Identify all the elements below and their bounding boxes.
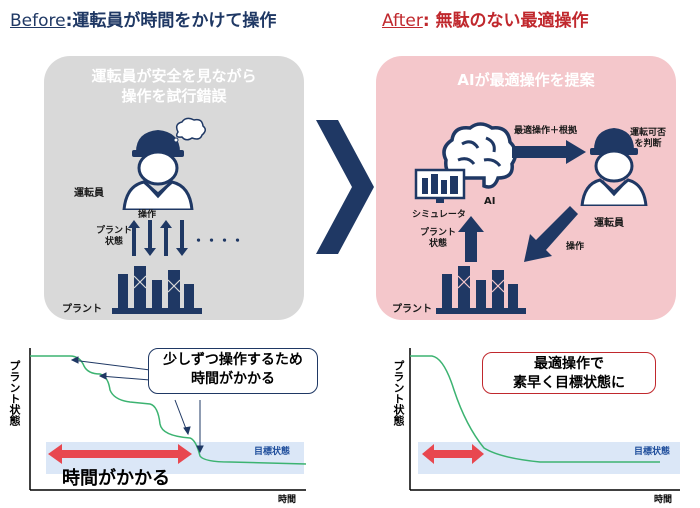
plant-state-arrow-icon — [458, 216, 484, 262]
judge-label: 運転可否 を判断 — [630, 128, 666, 150]
after-operator-icon — [580, 128, 648, 206]
after-plant-state-label: プラント 状態 — [420, 228, 456, 250]
up-down-arrows-icon — [128, 220, 188, 256]
operation-arrow-icon — [524, 206, 578, 262]
after-plant-state-line2: 状態 — [429, 239, 448, 249]
ai-label: AI — [484, 196, 496, 207]
after-panel-title: AIが最適操作を提案 — [457, 71, 595, 89]
after-graph — [409, 348, 680, 491]
after-callout-line1: 最適操作で — [534, 356, 604, 372]
after-header-prefix: After — [382, 11, 423, 31]
before-y-axis-label: プラント状態 — [8, 360, 21, 426]
before-plant-state-line2: 状態 — [105, 237, 124, 247]
before-x-axis-label: 時間 — [278, 495, 297, 505]
before-target-label: 目標状態 — [254, 447, 291, 457]
before-ellipsis: ・・・・ — [192, 234, 245, 249]
before-curve — [30, 355, 307, 465]
before-header: Before:運転員が時間をかけて操作 — [10, 6, 276, 31]
before-header-prefix: Before — [10, 11, 66, 31]
after-plant-icon — [436, 266, 526, 314]
after-y-axis-label: プラント状態 — [392, 360, 405, 426]
simulator-label: シミュレータ — [412, 210, 466, 220]
simulator-monitor-icon — [414, 168, 466, 203]
after-header: After: 無駄のない最適操作 — [382, 6, 589, 31]
before-time-arrow — [48, 444, 192, 464]
judge-label-line1: 運転可否 — [630, 128, 667, 138]
before-callout-line1: 少しずつ操作するため — [163, 352, 303, 368]
before-operation-label: 操作 — [138, 210, 157, 220]
proposal-arrow-icon — [512, 140, 586, 164]
after-time-arrow — [422, 444, 484, 464]
proposal-label: 最適操作＋根拠 — [514, 126, 578, 136]
before-panel-title: 運転員が安全を見ながら 操作を試行錯誤 — [44, 66, 304, 106]
before-panel-title-line1: 運転員が安全を見ながら — [91, 67, 257, 85]
judge-label-line2: を判断 — [634, 139, 662, 149]
before-plant-label: プラント — [62, 304, 102, 315]
after-plant-label: プラント — [392, 304, 432, 315]
before-callout: 少しずつ操作するため 時間がかかる — [148, 348, 318, 394]
operator-icon — [122, 130, 194, 210]
before-callout-line2: 時間がかかる — [191, 371, 275, 387]
before-plant-state-label: プラント 状態 — [96, 226, 132, 248]
thought-bubble-icon — [173, 117, 206, 143]
transition-arrow-icon — [316, 120, 374, 254]
after-operator-label: 運転員 — [594, 218, 624, 229]
before-operator-label: 運転員 — [74, 188, 104, 199]
before-graph — [29, 348, 307, 491]
before-panel-title-line2: 操作を試行錯誤 — [121, 87, 227, 105]
after-target-label: 目標状態 — [634, 447, 671, 457]
after-operation-label: 操作 — [566, 242, 585, 252]
before-time-text: 時間がかかる — [62, 468, 170, 489]
after-callout: 最適操作で 素早く目標状態に — [482, 352, 656, 394]
after-plant-state-line1: プラント — [420, 228, 457, 238]
plant-icon — [112, 266, 202, 314]
before-header-text: :運転員が時間をかけて操作 — [65, 11, 277, 31]
after-curve — [410, 355, 660, 463]
after-x-axis-label: 時間 — [654, 495, 673, 505]
after-header-text: : 無駄のない最適操作 — [422, 11, 589, 31]
after-callout-line2: 素早く目標状態に — [513, 375, 625, 391]
before-plant-state-line1: プラント — [96, 226, 133, 236]
